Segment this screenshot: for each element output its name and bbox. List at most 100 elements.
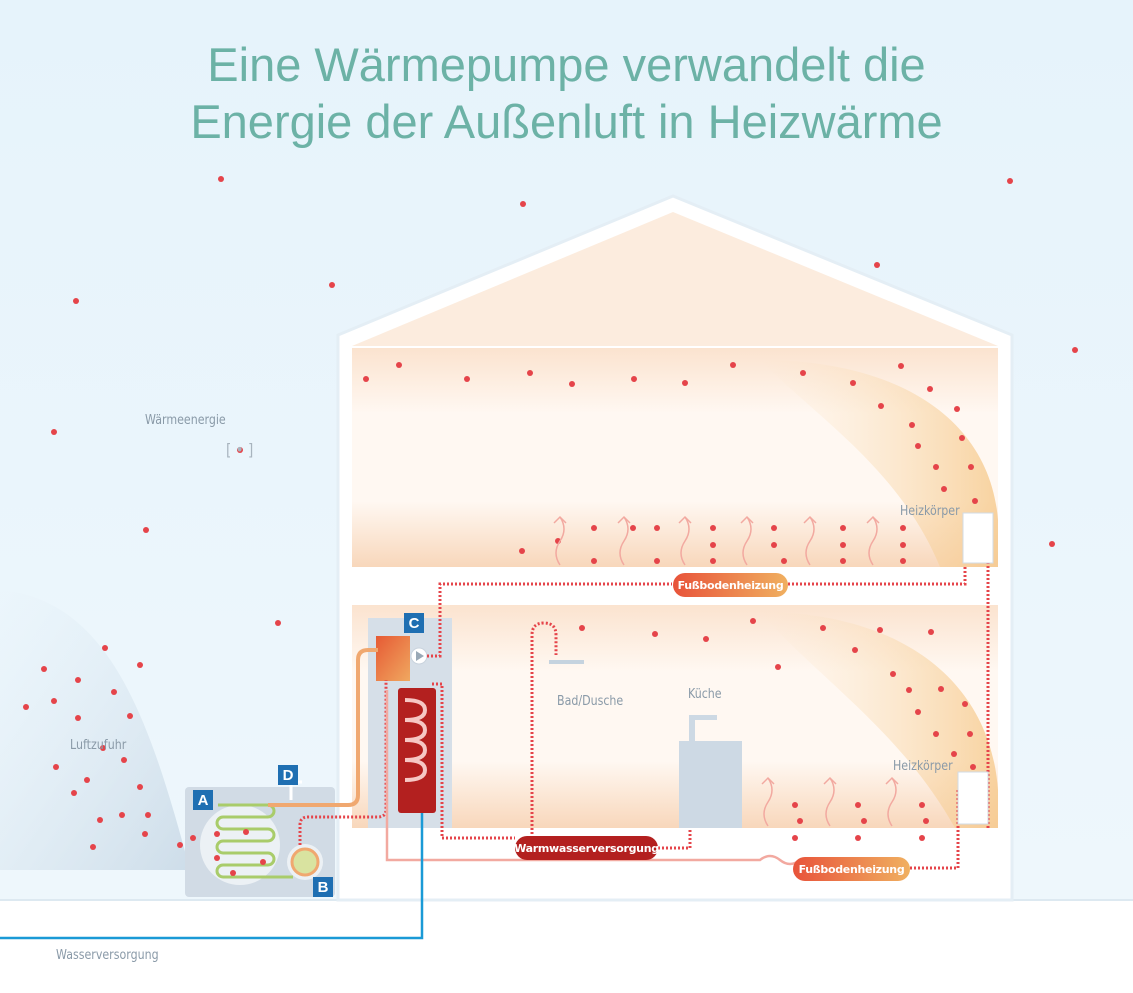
heat-dot: [775, 664, 781, 670]
heat-dot: [177, 842, 183, 848]
heat-dot: [527, 370, 533, 376]
heat-dot: [710, 542, 716, 548]
heat-dot: [730, 362, 736, 368]
heat-dot: [654, 525, 660, 531]
heat-dot: [909, 422, 915, 428]
heat-dot: [855, 802, 861, 808]
heat-dot: [84, 777, 90, 783]
heat-dot: [919, 835, 925, 841]
heat-dot: [218, 176, 224, 182]
heat-dot: [710, 525, 716, 531]
heat-dot: [75, 715, 81, 721]
heat-dot: [51, 429, 57, 435]
heat-dot: [703, 636, 709, 642]
heat-dot: [100, 745, 106, 751]
heat-dot: [137, 784, 143, 790]
heat-dot: [710, 558, 716, 564]
heat-dot: [968, 464, 974, 470]
heat-dot: [243, 829, 249, 835]
heat-arrow-icon: [885, 776, 899, 827]
heat-arrow-icon: [740, 515, 754, 566]
heat-dot: [972, 498, 978, 504]
heat-dot: [1072, 347, 1078, 353]
heat-dot: [781, 558, 787, 564]
heat-dot: [654, 558, 660, 564]
heat-dot: [800, 370, 806, 376]
heat-dot: [652, 631, 658, 637]
heat-dot: [878, 403, 884, 409]
heat-dot: [900, 558, 906, 564]
heat-dot: [967, 731, 973, 737]
heat-dot: [970, 764, 976, 770]
heat-arrow-icon: [866, 515, 880, 566]
heat-dot: [797, 818, 803, 824]
badge-d: D: [278, 765, 298, 785]
heat-dot: [121, 757, 127, 763]
heat-dot: [260, 859, 266, 865]
heat-dot: [119, 812, 125, 818]
heat-dot: [591, 525, 597, 531]
heat-dot: [363, 376, 369, 382]
heat-dot: [820, 625, 826, 631]
heat-dot: [890, 671, 896, 677]
water-supply-label: Wasserversorgung: [56, 948, 159, 963]
heat-dot: [579, 625, 585, 631]
heat-dot: [938, 686, 944, 692]
heat-dot: [933, 464, 939, 470]
heat-dot: [23, 704, 29, 710]
heat-arrow-icon: [823, 776, 837, 827]
hot-water-pill: Warmwasserversorgung: [514, 836, 659, 860]
bathroom-label: Bad/Dusche: [557, 694, 624, 709]
heat-dot: [923, 818, 929, 824]
heat-dot: [143, 527, 149, 533]
heat-dot: [898, 363, 904, 369]
heat-dot: [90, 844, 96, 850]
heat-dot: [792, 835, 798, 841]
heat-arrow-icon: [617, 515, 631, 566]
page-title: Eine Wärmepumpe verwandelt die Energie d…: [0, 36, 1133, 150]
heat-dot: [329, 282, 335, 288]
heat-dot: [230, 870, 236, 876]
heat-dot: [919, 802, 925, 808]
heat-dot: [190, 835, 196, 841]
heat-dot: [127, 713, 133, 719]
heat-dot: [852, 647, 858, 653]
heat-dot: [396, 362, 402, 368]
heat-dot: [840, 542, 846, 548]
badge-c: C: [404, 613, 424, 633]
heat-dot: [951, 751, 957, 757]
radiator-upper-label: Heizkörper: [900, 504, 960, 519]
heat-dot: [591, 558, 597, 564]
badge-b: B: [313, 877, 333, 897]
heat-arrow-icon: [761, 776, 775, 827]
heat-dot: [840, 525, 846, 531]
legend-label: Wärmeenergie: [145, 413, 226, 428]
heat-dot: [682, 380, 688, 386]
heat-dot: [900, 525, 906, 531]
heat-dot: [214, 831, 220, 837]
heat-dot: [71, 790, 77, 796]
heat-dot: [874, 262, 880, 268]
title-line-1: Eine Wärmepumpe verwandelt die: [207, 38, 926, 91]
heat-dot: [850, 380, 856, 386]
heat-dot: [915, 443, 921, 449]
heat-arrow-icon: [553, 515, 567, 566]
heat-arrow-icon: [678, 515, 692, 566]
floor-heating-upper-pill: Fußbodenheizung: [673, 573, 788, 597]
heat-dot: [464, 376, 470, 382]
heat-dot: [142, 831, 148, 837]
heat-dot: [97, 817, 103, 823]
heat-dot: [111, 689, 117, 695]
heat-dot: [750, 618, 756, 624]
heat-dot: [954, 406, 960, 412]
heat-energy-dots: [23, 176, 1078, 876]
heat-dot: [137, 662, 143, 668]
heat-dot: [145, 812, 151, 818]
heat-dot: [237, 447, 243, 453]
heat-dot: [53, 764, 59, 770]
heat-dot: [861, 818, 867, 824]
heat-dot: [73, 298, 79, 304]
heat-dot: [877, 627, 883, 633]
